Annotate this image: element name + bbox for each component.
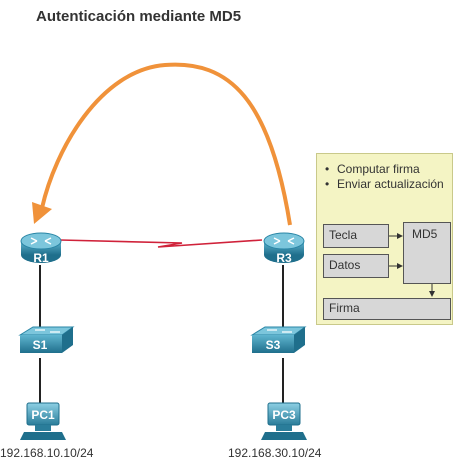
key-box: Tecla — [323, 224, 389, 248]
process-arrows — [389, 233, 435, 297]
update-arc — [40, 62, 292, 226]
signature-box: Firma — [323, 298, 451, 320]
switch-s1[interactable]: S1 — [18, 326, 75, 353]
pc1-ip-address: 192.168.10.10/24 — [0, 446, 94, 460]
arrow-datos-md5-head — [397, 263, 403, 269]
serial-link-r1-r3 — [59, 239, 263, 248]
diagram-title: Autenticación mediante MD5 — [36, 8, 242, 25]
pc-pc3[interactable]: PC3 — [261, 402, 307, 440]
update-arrow-head — [32, 202, 52, 224]
md5-box: MD5 — [403, 222, 451, 284]
switch-s3[interactable]: S3 — [250, 326, 307, 353]
pc3-ip-address: 192.168.30.10/24 — [228, 446, 322, 460]
router-r3[interactable]: R3 — [263, 232, 305, 265]
router-r3-label: R3 — [276, 251, 292, 265]
pc-pc1-label: PC1 — [31, 408, 55, 422]
router-r1-label: R1 — [33, 251, 49, 265]
switch-s1-label: S1 — [33, 338, 48, 352]
step-compute-signature: Computar firma — [325, 162, 444, 177]
switch-s3-label: S3 — [266, 338, 281, 352]
pc-pc3-label: PC3 — [272, 408, 296, 422]
step-send-update: Enviar actualización — [325, 177, 444, 192]
arrow-tecla-md5-head — [397, 233, 403, 239]
pc-pc1[interactable]: PC1 — [20, 402, 66, 440]
router-r1[interactable]: R1 — [20, 232, 62, 265]
md5-process-panel: Computar firma Enviar actualización Tecl… — [316, 153, 453, 325]
process-steps-list: Computar firma Enviar actualización — [325, 162, 444, 192]
data-box: Datos — [323, 254, 389, 278]
arrow-md5-firma-head — [429, 291, 435, 297]
